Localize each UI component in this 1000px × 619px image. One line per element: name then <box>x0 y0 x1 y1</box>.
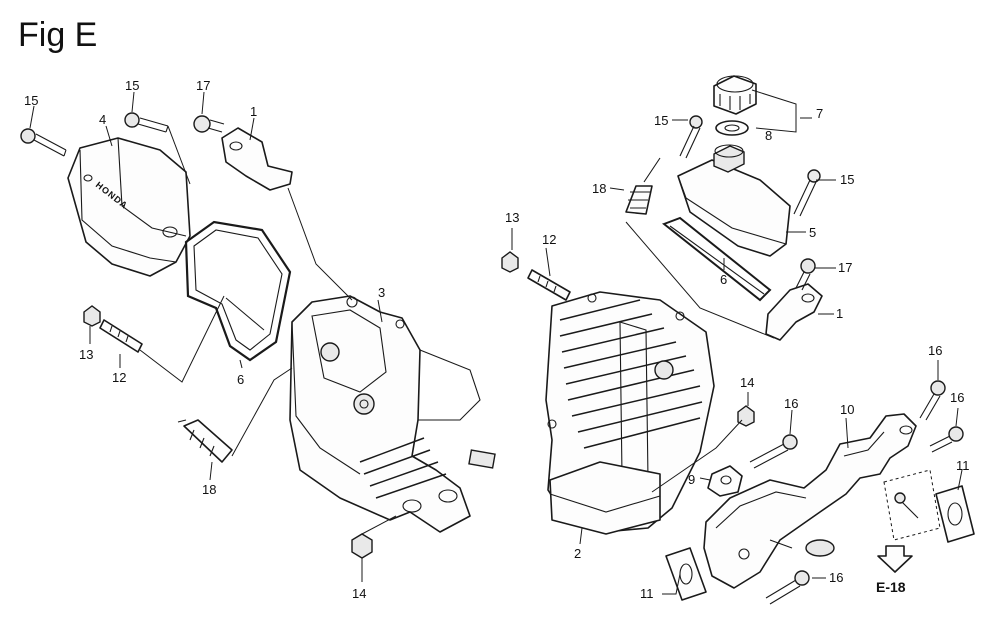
bracket-right <box>765 283 823 341</box>
callout-16: 16 <box>950 390 964 405</box>
stud-12-left <box>99 319 143 353</box>
bolt-17-left <box>193 115 225 133</box>
callout-14: 14 <box>740 375 754 390</box>
gasket-right <box>661 216 772 302</box>
bolt-16-a <box>749 434 798 469</box>
callout-18: 18 <box>592 181 606 196</box>
callout-9: 9 <box>688 472 695 487</box>
gasket-11-bottom <box>665 547 707 601</box>
callout-6: 6 <box>237 372 244 387</box>
spark-plug-18-left <box>177 419 233 463</box>
bracket-9 <box>707 465 743 497</box>
bolt-15-right-top <box>679 115 703 159</box>
bolt-17-right <box>795 258 816 291</box>
callout-3: 3 <box>378 285 385 300</box>
callout-16: 16 <box>928 343 942 358</box>
spark-plug-18-right <box>625 157 661 215</box>
gasket-11-right <box>935 485 975 543</box>
callout-15: 15 <box>654 113 668 128</box>
ring-8 <box>715 120 749 136</box>
gasket-left <box>184 220 292 362</box>
callout-5: 5 <box>809 225 816 240</box>
callout-15: 15 <box>125 78 139 93</box>
bolt-16-b <box>919 380 946 421</box>
manifold-10 <box>703 413 917 589</box>
callout-15: 15 <box>24 93 38 108</box>
bolt-15-upper <box>124 112 169 133</box>
nut-14-left <box>351 533 373 559</box>
callout-12: 12 <box>542 232 556 247</box>
bolt-15-left <box>20 128 67 157</box>
callout-18: 18 <box>202 482 216 497</box>
callout-15: 15 <box>840 172 854 187</box>
callout-2: 2 <box>574 546 581 561</box>
cap-7 <box>713 75 757 115</box>
callout-16: 16 <box>829 570 843 585</box>
nut-13-right <box>501 251 519 273</box>
callout-17: 17 <box>838 260 852 275</box>
cylinder-block-right <box>545 291 715 535</box>
callout-14: 14 <box>352 586 366 601</box>
bolt-15-right <box>793 169 821 217</box>
callout-1: 1 <box>250 104 257 119</box>
callout-12: 12 <box>112 370 126 385</box>
callout-13: 13 <box>505 210 519 225</box>
valve-cover: HONDA <box>67 137 191 277</box>
callout-labels: 15 15 17 1 4 3 6 13 12 18 14 15 7 8 18 1… <box>24 78 970 601</box>
reference-arrow-icon <box>877 545 913 573</box>
callout-13: 13 <box>79 347 93 362</box>
nut-13-left <box>83 305 101 327</box>
valve-cover-right <box>677 144 791 257</box>
callout-16: 16 <box>784 396 798 411</box>
callout-6: 6 <box>720 272 727 287</box>
cylinder-head-left <box>289 295 496 533</box>
callout-4: 4 <box>99 112 106 127</box>
callout-17: 17 <box>196 78 210 93</box>
bracket-left <box>221 127 293 191</box>
bolt-16-c <box>929 426 964 453</box>
callout-1: 1 <box>836 306 843 321</box>
figure-title: Fig E <box>18 16 97 54</box>
reference-label: E-18 <box>876 579 906 595</box>
reference-box: E-18 <box>876 469 941 595</box>
callout-11: 11 <box>640 586 654 601</box>
callout-11: 11 <box>956 458 970 473</box>
bolt-16-d <box>765 570 810 605</box>
callout-7: 7 <box>816 106 823 121</box>
stud-12-right <box>527 269 571 301</box>
callout-8: 8 <box>765 128 772 143</box>
callout-10: 10 <box>840 402 854 417</box>
nut-14-right <box>737 405 755 427</box>
